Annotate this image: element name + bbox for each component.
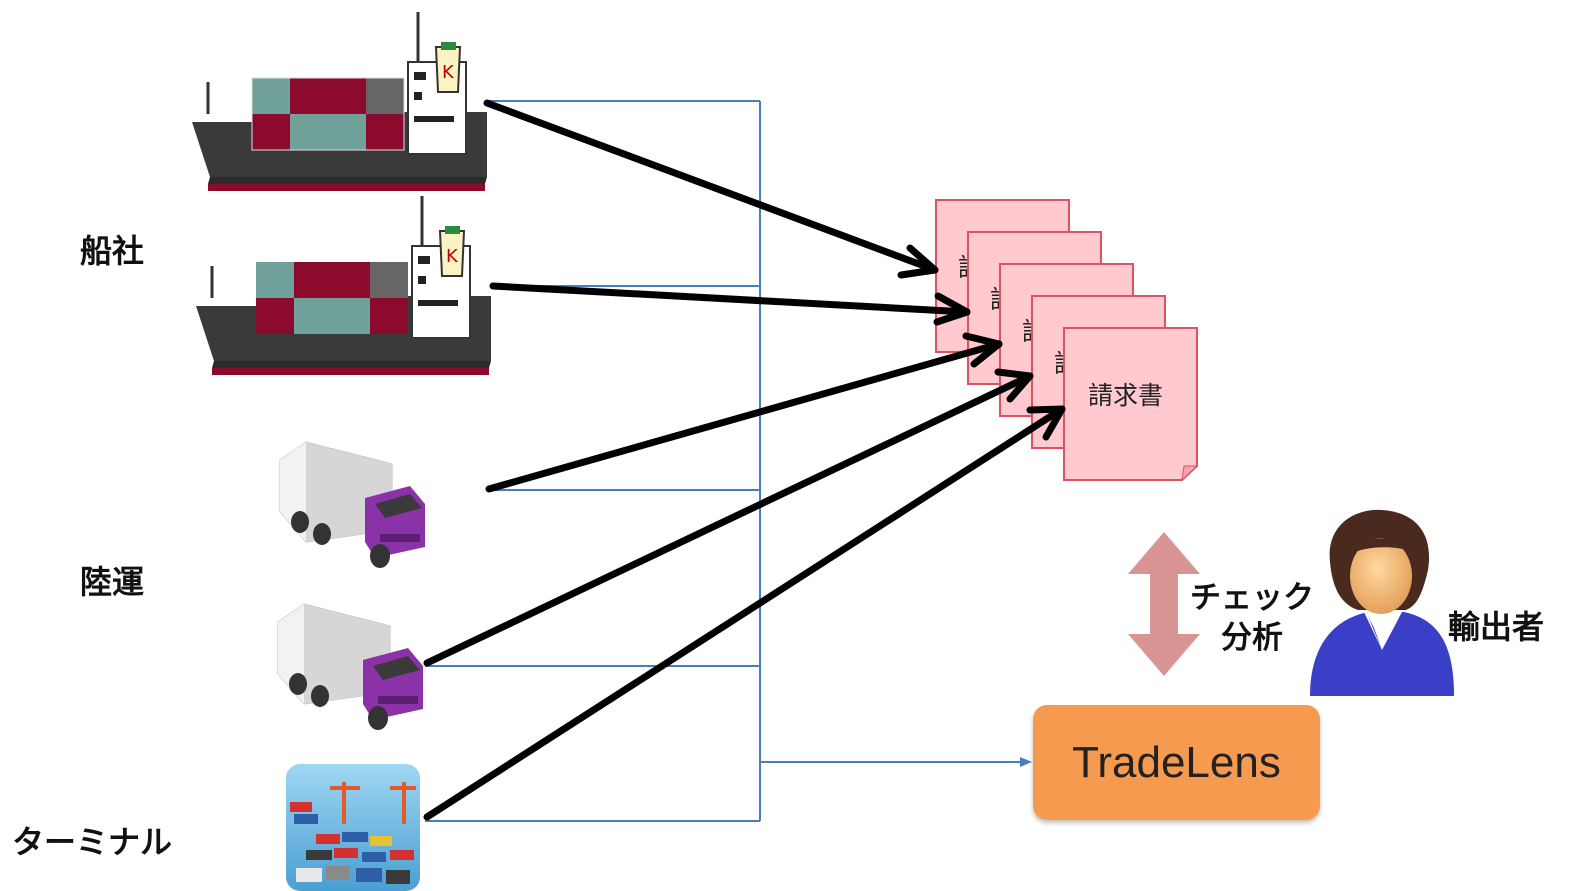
check-analysis-label: チェック 分析	[1190, 578, 1314, 658]
container-terminal-icon	[286, 764, 420, 891]
double-headed-check-arrow	[1128, 532, 1200, 676]
label-terminal: ターミナル	[12, 823, 173, 861]
truck-icon	[279, 441, 425, 568]
tradelens-label: TradeLens	[1072, 737, 1281, 787]
svg-text:K: K	[446, 246, 459, 267]
label-exporter: 輸出者	[1448, 608, 1545, 646]
container-ship-icon: K	[196, 196, 491, 375]
label-land-transport: 陸運	[80, 563, 145, 601]
check-label-line2: 分析	[1221, 620, 1283, 656]
truck-icon	[277, 603, 423, 730]
arrow-terminal-to-invoice	[423, 405, 1066, 821]
invoice-document-front: 請求書	[1063, 327, 1199, 482]
container-ship-icon: K	[192, 12, 487, 191]
invoice-title-front: 請求書	[1088, 381, 1163, 410]
check-label-line1: チェック	[1190, 580, 1314, 616]
arrow-ship2-to-invoice	[489, 282, 971, 326]
arrow-ship1-to-invoice	[483, 99, 939, 279]
tradelens-box: TradeLens	[1033, 705, 1320, 820]
black-arrows	[423, 99, 1066, 821]
arrow-truck2-to-invoice	[423, 368, 1034, 667]
arrow-truck1-to-invoice	[485, 332, 1003, 493]
svg-text:K: K	[442, 62, 455, 83]
label-shipping-company: 船社	[80, 232, 145, 270]
exporter-person-icon	[1310, 509, 1454, 696]
